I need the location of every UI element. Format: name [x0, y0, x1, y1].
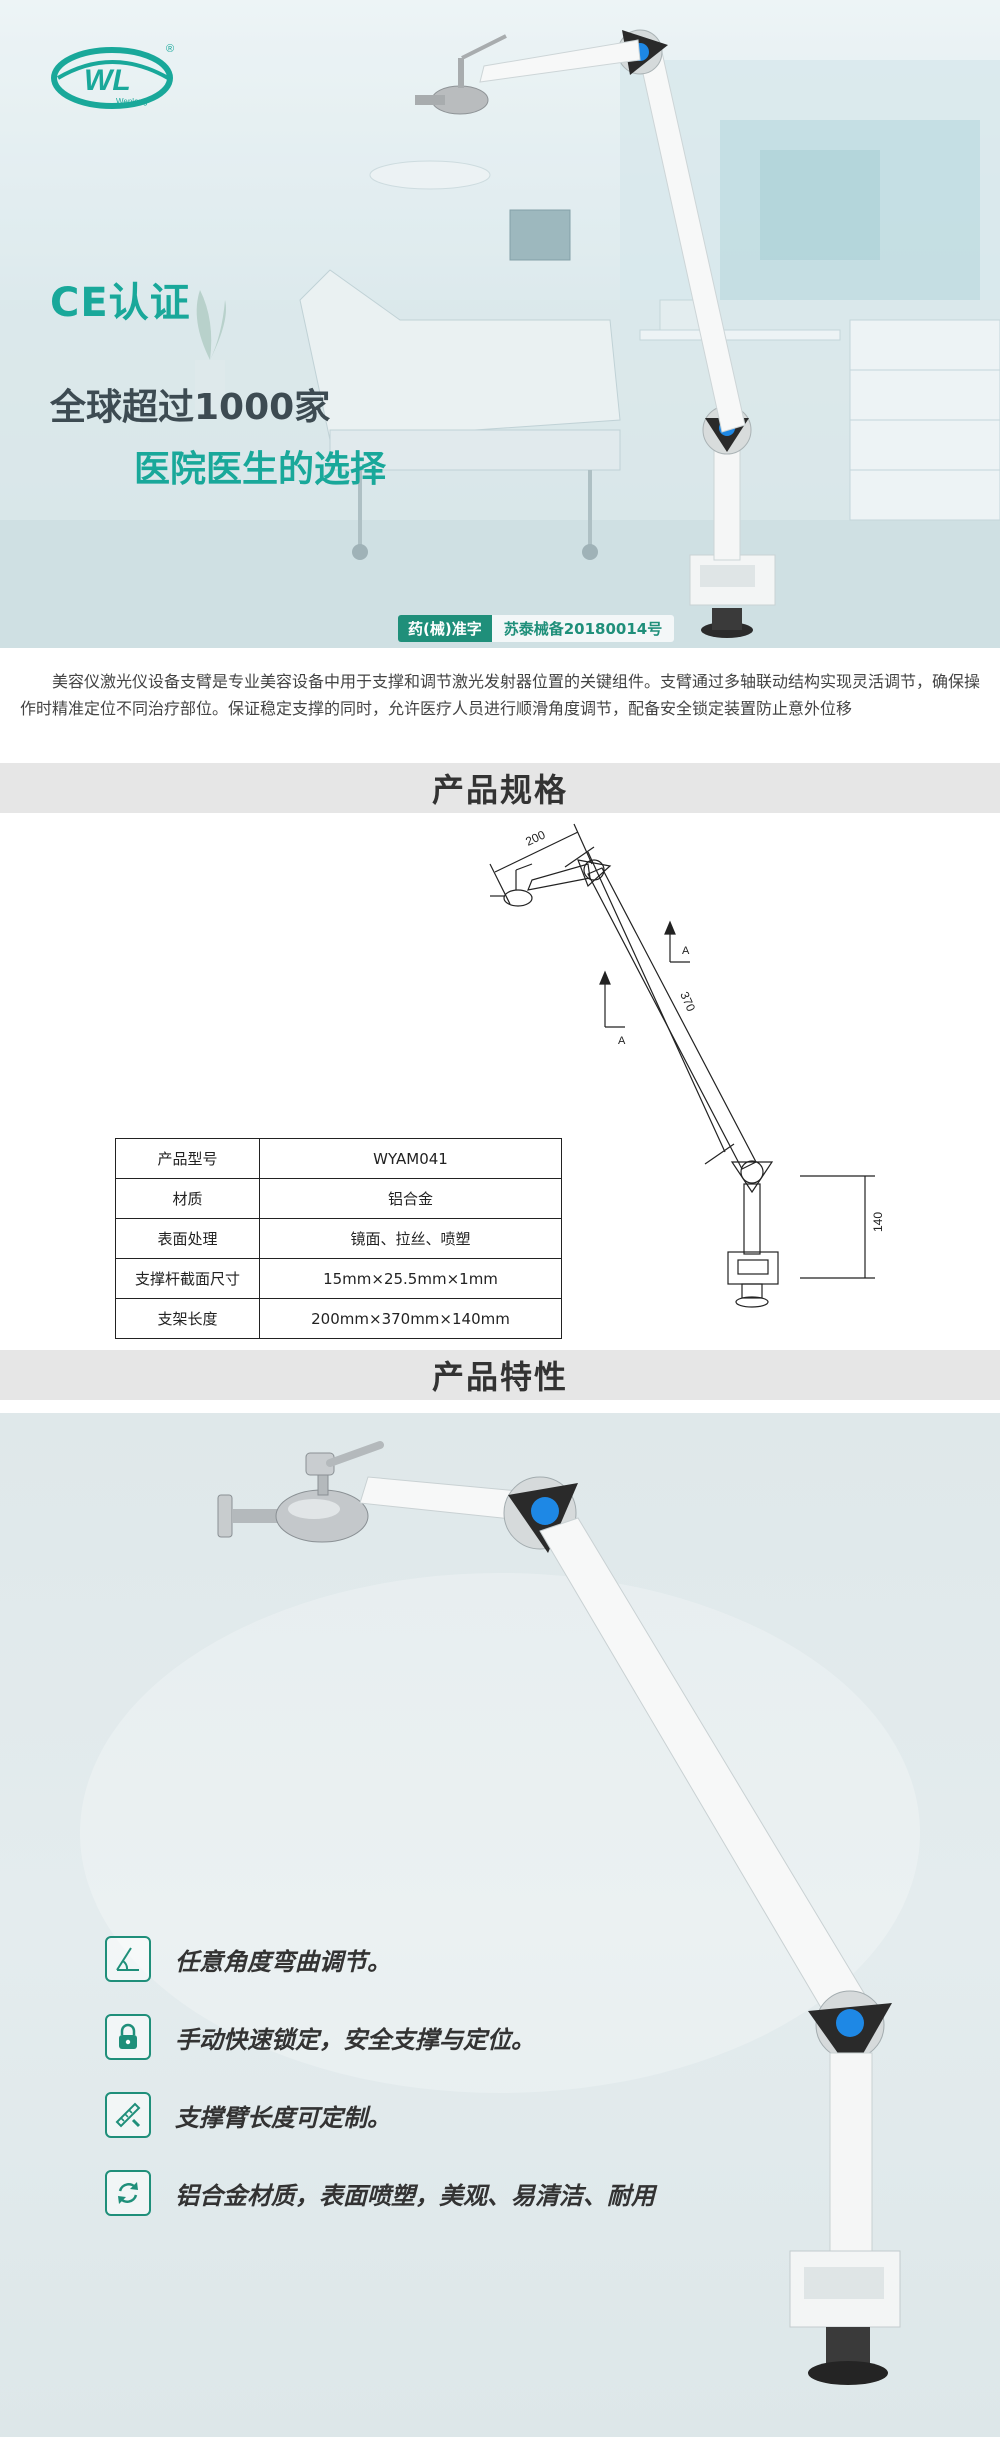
ce-certification-title: CE认证	[50, 280, 191, 326]
table-row: 表面处理 镜面、拉丝、喷塑	[115, 1218, 562, 1259]
feature-text: 铝合金材质，表面喷塑，美观、易清洁、耐用	[175, 2181, 655, 2210]
hero-banner: WL Wenlong ® CE认证 全球超过1000家 医院医生的选择 药(械)…	[0, 0, 1000, 648]
trademark-symbol: ®	[166, 43, 174, 55]
list-item: 手动快速锁定，安全支撑与定位。	[105, 2013, 655, 2061]
spec-label: 支架长度	[115, 1298, 260, 1339]
refresh-icon	[105, 2170, 151, 2216]
table-row: 产品型号 WYAM041	[115, 1138, 562, 1179]
slogan-line-1: 全球超过1000家	[50, 387, 331, 428]
feature-list: 任意角度弯曲调节。 手动快速锁定，安全支撑与定位。 支撑臂长度可定制。 铝合金材…	[105, 1935, 655, 2247]
feature-panel: 任意角度弯曲调节。 手动快速锁定，安全支撑与定位。 支撑臂长度可定制。 铝合金材…	[0, 1413, 1000, 2437]
logo-text: WL	[84, 64, 131, 97]
section-label-a: A	[618, 1035, 626, 1047]
dimension-200: 200	[523, 827, 547, 848]
hero-arm-product	[415, 29, 776, 638]
feature-text: 任意角度弯曲调节。	[175, 1947, 391, 1976]
registration-badge: 药(械)准字 苏泰械备20180014号	[398, 614, 675, 642]
spec-label: 支撑杆截面尺寸	[115, 1258, 260, 1299]
list-item: 任意角度弯曲调节。	[105, 1935, 655, 1983]
table-row: 支撑杆截面尺寸 15mm×25.5mm×1mm	[115, 1258, 562, 1299]
feature-arm-product	[80, 1441, 920, 2385]
feature-text: 手动快速锁定，安全支撑与定位。	[175, 2025, 535, 2054]
feature-text: 支撑臂长度可定制。	[175, 2103, 391, 2132]
ruler-pen-icon	[105, 2092, 151, 2138]
section-title-features: 产品特性	[431, 1358, 568, 1396]
spec-value: 200mm×370mm×140mm	[259, 1298, 562, 1339]
dimension-140: 140	[871, 1212, 885, 1232]
angle-icon	[105, 1936, 151, 1982]
dimension-370: 370	[677, 990, 698, 1014]
list-item: 铝合金材质，表面喷塑，美观、易清洁、耐用	[105, 2169, 655, 2217]
section-title-specs: 产品规格	[431, 771, 568, 809]
product-intro: 美容仪激光仪设备支臂是专业美容设备中用于支撑和调节激光发射器位置的关键组件。支臂…	[20, 672, 981, 718]
spec-label: 表面处理	[115, 1218, 260, 1259]
spec-table: 产品型号 WYAM041 材质 铝合金 表面处理 镜面、拉丝、喷塑 支撑杆截面尺…	[115, 1138, 562, 1339]
technical-drawing: 200 370 140 A A	[489, 823, 885, 1308]
spec-label: 材质	[115, 1178, 260, 1219]
spec-value: 15mm×25.5mm×1mm	[259, 1258, 562, 1299]
spec-label: 产品型号	[115, 1138, 260, 1179]
lock-icon	[105, 2014, 151, 2060]
section-bar-features: 产品特性	[0, 1350, 1000, 1400]
section-label-a: A	[682, 945, 690, 957]
slogan-line-2: 医院医生的选择	[134, 449, 387, 490]
company-logo: WL Wenlong ®	[51, 43, 174, 109]
table-row: 支架长度 200mm×370mm×140mm	[115, 1298, 562, 1339]
registration-number: 苏泰械备20180014号	[491, 614, 675, 642]
spec-value: 镜面、拉丝、喷塑	[259, 1218, 562, 1259]
logo-subtext: Wenlong	[116, 97, 147, 106]
list-item: 支撑臂长度可定制。	[105, 2091, 655, 2139]
registration-tag: 药(械)准字	[398, 614, 492, 642]
section-bar-specs: 产品规格	[0, 763, 1000, 813]
